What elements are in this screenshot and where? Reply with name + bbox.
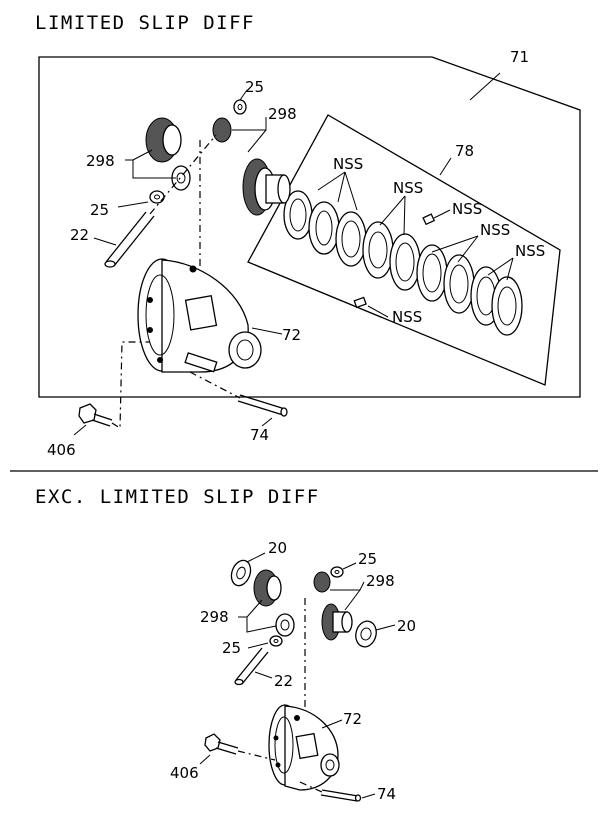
callout-406: 406 [47, 441, 76, 459]
callout-74: 74 [250, 426, 269, 444]
nss-leader-2a [379, 195, 406, 226]
nss-leader-1c [344, 171, 358, 211]
assembly-boundary [38, 56, 581, 398]
exc-side-gear-left [253, 569, 282, 607]
callout-72: 72 [282, 326, 301, 344]
leader-74 [261, 417, 273, 427]
nss-label-2: NSS [393, 179, 423, 197]
pinion-gear-upper [212, 117, 232, 143]
leader-22 [93, 237, 117, 246]
exc-bolt-406 [204, 733, 276, 761]
exc-callout-20a: 20 [268, 539, 287, 557]
nss-leader-4a [431, 235, 479, 253]
exc-pin-74 [299, 781, 362, 802]
leader-22-exc [254, 671, 273, 679]
exc-pinion-lower [275, 613, 295, 637]
leader-406 [73, 424, 87, 436]
leader-298b-1 [125, 159, 176, 179]
nss-leader-2b [403, 195, 406, 236]
callout-22: 22 [70, 226, 89, 244]
nss-label-1: NSS [333, 155, 363, 173]
nss-leader-5a [487, 257, 514, 276]
leader-20b [375, 624, 396, 631]
diff-case-72 [137, 258, 262, 373]
exc-callout-74: 74 [377, 785, 396, 803]
callout-298a: 298 [268, 105, 297, 123]
leader-25b-exc [247, 642, 269, 649]
callout-25a: 25 [245, 78, 264, 96]
callout-298b: 298 [86, 152, 115, 170]
side-gear [242, 158, 291, 216]
callout-25b: 25 [90, 201, 109, 219]
washer-25-lower [149, 190, 165, 204]
thrust-washer-20-right [355, 620, 377, 648]
callout-78: 78 [455, 142, 474, 160]
pin-74 [189, 371, 288, 417]
leader-406-exc [199, 754, 211, 765]
exc-callout-72: 72 [343, 710, 362, 728]
leader-25b [117, 201, 149, 208]
exc-pinion-upper [313, 571, 331, 593]
leader-298a-exc-1 [330, 581, 365, 591]
leader-298a-2 [247, 129, 267, 153]
exc-callout-25a: 25 [358, 550, 377, 568]
leader-298a-1 [232, 117, 267, 131]
washer-25-upper [233, 99, 247, 115]
exc-callout-298a: 298 [366, 572, 395, 590]
cross-pin-22 [104, 134, 217, 268]
leader-25a [239, 89, 248, 101]
exc-washer-25-lower [269, 635, 283, 647]
nss-leader-6 [367, 305, 389, 318]
nss-leader-1b [337, 171, 346, 203]
leader-298b-exc-1 [238, 616, 277, 633]
leader-74-exc [361, 793, 376, 799]
section-title-lsd: LIMITED SLIP DIFF [35, 12, 255, 34]
leader-78 [439, 157, 452, 176]
exc-callout-406: 406 [170, 764, 199, 782]
callout-71: 71 [510, 48, 529, 66]
thrust-washer-20-left [230, 559, 252, 587]
nss-leader-3 [433, 209, 451, 219]
leader-298b-2 [132, 149, 153, 161]
leader-298a-exc-2 [344, 589, 361, 611]
nss-leader-1a [317, 171, 346, 191]
leader-25a-exc [342, 562, 357, 570]
exc-washer-25-upper [330, 566, 344, 578]
exc-diff-case-72 [268, 704, 340, 791]
leader-72 [251, 327, 283, 335]
clutch-kit-frame [247, 114, 561, 386]
bolt-406 [78, 341, 150, 430]
exc-callout-25b: 25 [222, 639, 241, 657]
section-title-exc: EXC. LIMITED SLIP DIFF [35, 486, 320, 508]
nss-leader-4b [457, 235, 479, 263]
nss-small-plate-1 [422, 213, 436, 226]
leader-298b-exc-2 [246, 599, 263, 618]
nss-label-4: NSS [480, 221, 510, 239]
exc-side-gear-right [321, 603, 353, 641]
nss-label-5: NSS [515, 242, 545, 260]
leader-72-exc [321, 719, 343, 729]
nss-label-6: NSS [392, 308, 422, 326]
nss-small-plate-2 [353, 296, 367, 309]
exc-cross-pin-22 [234, 647, 269, 686]
clutch-plates [283, 190, 523, 336]
exc-callout-298b: 298 [200, 608, 229, 626]
exc-callout-20b: 20 [397, 617, 416, 635]
nss-label-3: NSS [452, 200, 482, 218]
nss-leader-5b [506, 257, 514, 281]
exc-callout-22: 22 [274, 672, 293, 690]
leader-20a [246, 552, 266, 563]
leader-71 [469, 72, 501, 101]
pinion-gear-large [145, 117, 182, 163]
